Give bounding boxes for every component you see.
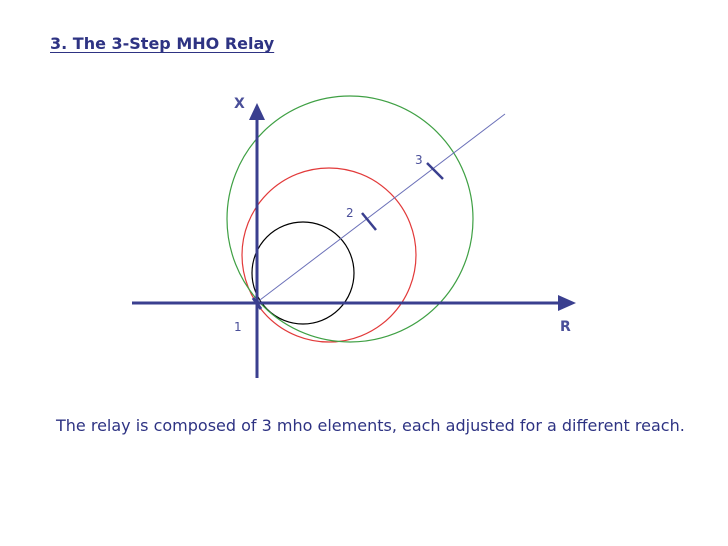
mho-circle-step-1 <box>251 221 355 325</box>
reach-marker-3 <box>426 162 444 180</box>
point-label-2: 2 <box>346 206 354 220</box>
mho-circle-step-2 <box>241 167 417 343</box>
slide-title: 3. The 3-Step MHO Relay <box>50 34 275 53</box>
point-label-3: 3 <box>415 153 423 167</box>
y-axis-arrowhead <box>249 103 265 120</box>
y-axis-label: X <box>234 96 245 112</box>
x-axis-label: R <box>560 319 571 335</box>
mho-circle-step-3 <box>226 95 474 343</box>
reach-marker-1 <box>251 297 263 310</box>
body-text: The relay is composed of 3 mho elements,… <box>56 416 685 435</box>
x-axis-arrowhead <box>558 295 576 311</box>
reach-marker-2 <box>361 212 377 231</box>
impedance-line <box>255 113 506 304</box>
point-label-1: 1 <box>234 320 242 334</box>
